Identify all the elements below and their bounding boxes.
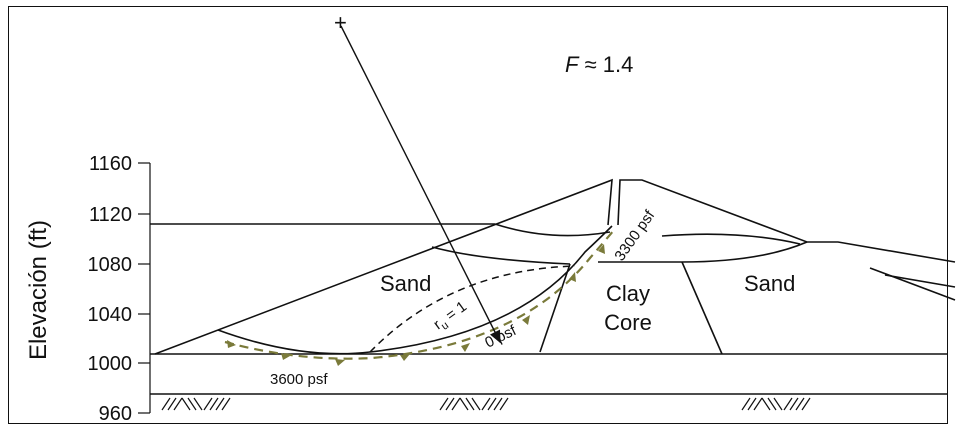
y-tick-label: 960 — [99, 403, 132, 425]
toe-drain-lower — [884, 274, 956, 288]
y-tick-label: 1080 — [88, 254, 133, 276]
core-downstream-edge — [681, 261, 723, 355]
y-tick-label: 1160 — [89, 153, 132, 175]
clay-core-label-line1: Clay — [606, 281, 650, 306]
ground-hatch-left — [161, 397, 231, 411]
core-upstream-edge — [539, 263, 571, 353]
pressure-label-3600: 3600 psf — [270, 371, 328, 388]
seepage-arc-upstream — [494, 223, 611, 237]
y-tick-label: 1120 — [89, 204, 132, 226]
failure-slip-surface — [217, 225, 613, 355]
downstream-zone-line — [598, 241, 808, 263]
ru-phreatic-dashed-line — [369, 265, 576, 353]
seepage-arc-downstream — [661, 233, 801, 245]
downstream-slope-crest — [617, 179, 956, 263]
upstream-zone-line — [431, 246, 571, 265]
upstream-slope — [154, 178, 613, 355]
y-axis-label: Elevación (ft) — [25, 220, 52, 360]
y-tick-label: 1040 — [88, 304, 133, 326]
sand-right-label: Sand — [744, 271, 795, 296]
pore-pressure-arrow-band — [224, 229, 615, 360]
factor-of-safety: F ≈ 1.4 — [565, 52, 633, 77]
slip-circle-center-marker: + — [334, 10, 347, 35]
ground-hatch-middle — [439, 397, 509, 411]
pore-pressure-arrowheads — [227, 244, 605, 366]
clay-core-label-line2: Core — [604, 310, 652, 335]
sand-left-label: Sand — [380, 271, 431, 296]
ru-label: ru = 1 — [430, 298, 471, 336]
y-tick-label: 1000 — [88, 353, 133, 375]
ground-hatch-right — [741, 397, 811, 411]
radius-arrow — [340, 25, 501, 344]
toe-drain-upper — [869, 267, 956, 301]
pressure-label-0: 0 psf — [482, 322, 519, 352]
